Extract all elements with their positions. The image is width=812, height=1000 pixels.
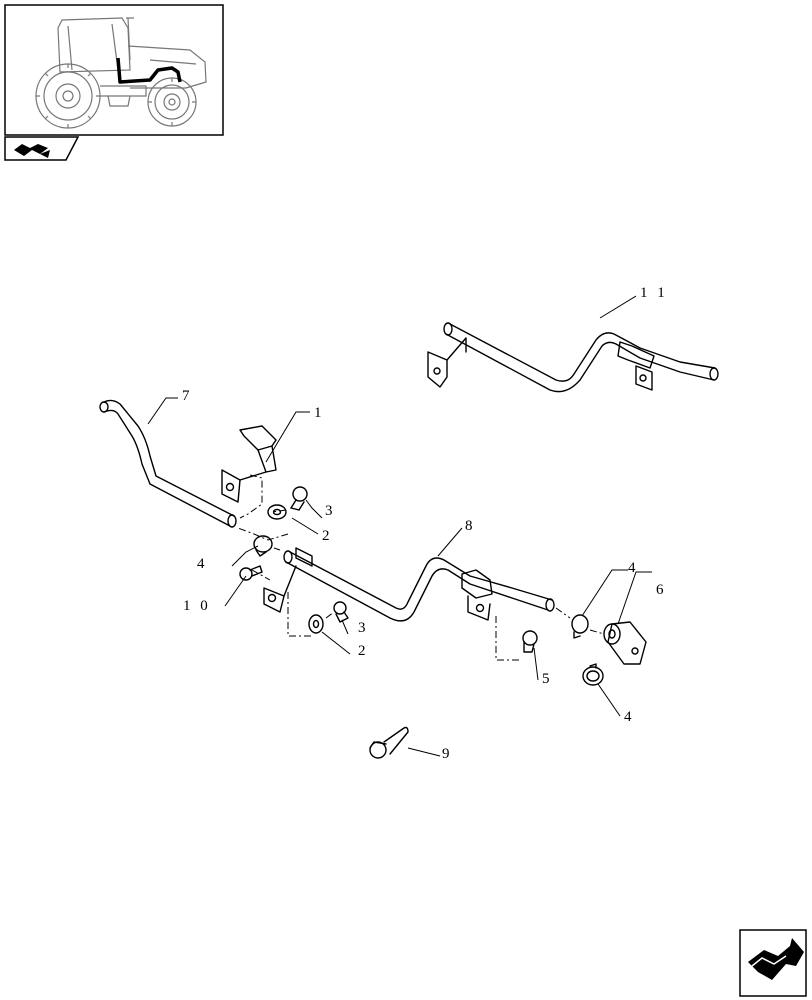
- part-2-washer-lower: [308, 614, 324, 634]
- callout-4-left: 4: [197, 556, 208, 572]
- callout-8: 8: [465, 518, 476, 534]
- part-11-pipe-assembly: [427, 322, 719, 393]
- part-10-bolt: [239, 565, 263, 581]
- callout-4-bottom: 4: [624, 709, 635, 725]
- highlighted-pipe-route: [116, 57, 182, 84]
- part-4-clamp-left: [253, 535, 273, 557]
- callout-11: 1 1: [640, 285, 668, 301]
- callout-3-lower: 3: [358, 620, 369, 636]
- part-3-bolt-upper: [290, 486, 308, 511]
- leader-lines: [147, 295, 652, 757]
- assembly-lines: [237, 474, 605, 661]
- thumbnail-panel[interactable]: [4, 4, 224, 136]
- part-3-bolt-lower: [333, 601, 349, 623]
- callout-4-right: 4: [628, 560, 639, 576]
- callout-1: 1: [314, 405, 325, 421]
- callout-labels: 1 1 7 1 3 2 4 8 1 0 3 2 4 6 5 4 9: [182, 285, 668, 762]
- part-4-clamp-bottom: [582, 663, 604, 686]
- part-9-bolt: [369, 726, 409, 759]
- part-5-bolt: [522, 630, 538, 653]
- callout-9: 9: [442, 746, 453, 762]
- part-2-washer-upper: [267, 504, 287, 520]
- callout-2-lower: 2: [358, 643, 369, 659]
- part-7-pipe: [99, 399, 237, 528]
- part-4-clamp-right: [571, 614, 589, 639]
- callout-2-upper: 2: [322, 528, 333, 544]
- callout-6: 6: [656, 582, 667, 598]
- next-page-arrow-icon: [748, 938, 804, 980]
- previous-page-button[interactable]: [4, 136, 80, 161]
- next-page-button[interactable]: [739, 929, 807, 997]
- tractor-overview-icon: [35, 17, 207, 129]
- part-1-bracket: [221, 425, 277, 503]
- callout-10: 1 0: [183, 598, 211, 614]
- callout-3-upper: 3: [325, 503, 336, 519]
- part-8-pipe: [263, 547, 555, 622]
- callout-5: 5: [542, 671, 553, 687]
- part-6-connector: [603, 621, 647, 665]
- callout-7: 7: [182, 388, 193, 404]
- previous-page-arrow-icon: [14, 144, 50, 158]
